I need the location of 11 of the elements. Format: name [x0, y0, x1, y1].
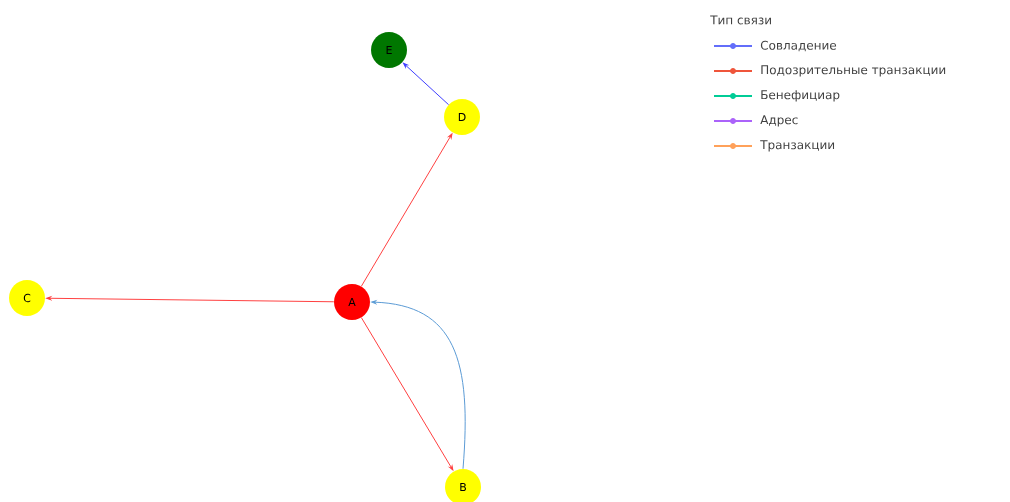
legend-title: Тип связи [710, 15, 771, 25]
arrow [360, 133, 453, 287]
legend-text: Бенефициар [761, 90, 840, 102]
legend-text: Адрес [760, 115, 798, 127]
legend-text: Транзакции [760, 140, 835, 152]
arrow [371, 300, 466, 470]
arrow [403, 62, 450, 106]
arrow [360, 317, 454, 471]
arrow [46, 296, 335, 303]
legend-text: Подозрительные транзакции [761, 65, 946, 77]
legend-text: Совладение [760, 40, 837, 52]
